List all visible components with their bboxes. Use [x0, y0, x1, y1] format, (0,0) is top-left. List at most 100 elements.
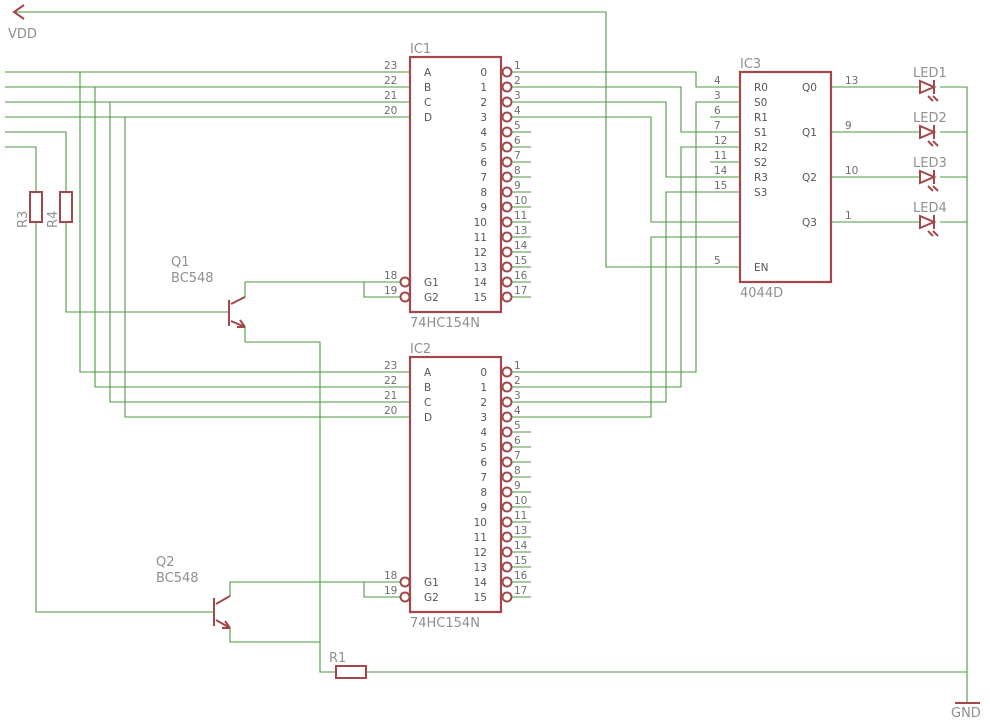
ic2-output-pin-name: 7 — [480, 472, 487, 484]
ic2-enable-pin-number: 18 — [384, 570, 397, 582]
r1-body — [335, 665, 367, 679]
ic1-output-pin-number: 2 — [514, 75, 521, 87]
ic1-inversion-bubble-icon — [501, 246, 513, 258]
ic2-input-pin-number: 22 — [384, 375, 397, 387]
r1-label: R1 — [329, 651, 346, 666]
ic1-inversion-bubble-icon — [501, 126, 513, 138]
ic2-output-pin-number: 16 — [514, 570, 528, 582]
ic1-input-pin-number: 20 — [384, 105, 397, 117]
ic2-output-pin-number: 17 — [514, 585, 527, 597]
ic2-inversion-bubble-icon — [399, 576, 411, 588]
ic3-output-pin-name: Q2 — [802, 172, 817, 184]
q1-symbol-icon — [228, 296, 246, 328]
ic1-inversion-bubble-icon — [399, 291, 411, 303]
ic1-enable-pin-name: G2 — [424, 292, 439, 304]
ic2-output-pin-name: 8 — [480, 487, 487, 499]
r3-body — [29, 191, 43, 223]
ic1-inversion-bubble-icon — [501, 171, 513, 183]
ic2-inversion-bubble-icon — [501, 441, 513, 453]
ic3-input-pin-number: 15 — [714, 180, 727, 192]
ic3-output-pin-number: 1 — [845, 210, 852, 222]
ic1-inversion-bubble-icon — [501, 186, 513, 198]
ic1-inversion-bubble-icon — [399, 276, 411, 288]
ic2-inversion-bubble-icon — [501, 486, 513, 498]
led3-label: LED3 — [913, 156, 947, 171]
ic3-input-pin-name: S2 — [754, 157, 767, 169]
ic2-output-pin-number: 15 — [514, 555, 527, 567]
ic2-input-pin-name: A — [424, 367, 432, 379]
ic2-output-pin-name: 12 — [474, 547, 487, 559]
ic3-input-pin-number: 5 — [714, 255, 721, 267]
ic2-inversion-bubble-icon — [501, 411, 513, 423]
led4-symbol-icon — [919, 214, 937, 230]
ic3-input-pin-number: 11 — [714, 150, 727, 162]
ic2-label: IC2 — [410, 342, 431, 357]
ic3-input-pin-number: 4 — [714, 75, 721, 87]
ic3-input-pin-number: 6 — [714, 105, 721, 117]
ic1-output-pin-number: 14 — [514, 240, 528, 252]
ic1-body — [408, 55, 503, 314]
ic2-input-pin-number: 21 — [384, 390, 397, 402]
ic1-output-pin-name: 10 — [474, 217, 487, 229]
ic3-input-pin-number: 3 — [714, 90, 721, 102]
ic3-output-pin-number: 9 — [845, 120, 852, 132]
ic1-input-pin-name: A — [424, 67, 432, 79]
ic1-inversion-bubble-icon — [501, 276, 513, 288]
ic2-inversion-bubble-icon — [501, 366, 513, 378]
ic3-input-pin-name: EN — [754, 262, 769, 274]
ic1-output-pin-number: 8 — [514, 165, 521, 177]
ic1-output-pin-name: 5 — [480, 142, 487, 154]
ic3-part-label: 4044D — [740, 286, 783, 301]
ic2-input-pin-name: B — [424, 382, 431, 394]
transistor-q2: Q2 BC548 — [156, 555, 231, 629]
vdd-label: VDD — [8, 27, 37, 42]
ic3-input-pin-number: 7 — [714, 120, 721, 132]
led-1: LED1 — [913, 66, 947, 102]
ic2-output-pin-name: 1 — [480, 382, 487, 394]
ic2-output-pin-number: 6 — [514, 435, 521, 447]
ic1-output-pin-name: 0 — [480, 67, 487, 79]
q2-symbol-icon — [213, 595, 231, 629]
ic1-input-pin-name: B — [424, 82, 431, 94]
ic1-output-pin-number: 9 — [514, 180, 521, 192]
ic2-output-pin-number: 10 — [514, 495, 527, 507]
ic1-inversion-bubble-icon — [501, 81, 513, 93]
ic2-output-pin-name: 4 — [480, 427, 487, 439]
ic1-output-pin-name: 7 — [480, 172, 487, 184]
resistor-r4: R4 — [46, 191, 73, 228]
ic1-group: IC1 74HC154N 23A22B21C20D18G119G21021324… — [380, 42, 531, 331]
ic3-input-pin-name: R2 — [754, 142, 768, 154]
ic1-inversion-bubble-icon — [501, 291, 513, 303]
ic3-input-pin-name: S1 — [754, 127, 767, 139]
resistor-r3: R3 — [16, 191, 43, 228]
ic1-enable-pin-name: G1 — [424, 277, 439, 289]
ic2-part-label: 74HC154N — [410, 616, 480, 631]
ic1-input-pin-name: D — [424, 112, 432, 124]
ic1-inversion-bubble-icon — [501, 231, 513, 243]
ic1-output-pin-name: 1 — [480, 82, 487, 94]
ic2-output-pin-number: 5 — [514, 420, 521, 432]
ic2-output-pin-name: 5 — [480, 442, 487, 454]
led1-symbol-icon — [919, 79, 937, 95]
ic3-input-pin-number: 14 — [714, 165, 728, 177]
ic1-output-pin-number: 17 — [514, 285, 527, 297]
gnd-label: GND — [951, 706, 981, 721]
led4-label: LED4 — [913, 201, 947, 216]
ic2-output-pin-name: 14 — [474, 577, 488, 589]
ic2-inversion-bubble-icon — [501, 561, 513, 573]
led3-light-icon — [927, 185, 939, 192]
ic3-output-pin-number: 10 — [845, 165, 858, 177]
ic1-output-pin-number: 15 — [514, 255, 527, 267]
ic2-inversion-bubble-icon — [501, 381, 513, 393]
r4-body — [59, 191, 73, 223]
ic1-output-pin-number: 1 — [514, 60, 521, 72]
ic1-output-pin-name: 2 — [480, 97, 487, 109]
ic1-output-pin-name: 9 — [480, 202, 487, 214]
r3-label: R3 — [16, 211, 31, 228]
ic2-input-pin-name: C — [424, 397, 431, 409]
ic2-enable-pin-number: 19 — [384, 585, 397, 597]
q2-part-label: BC548 — [156, 571, 199, 586]
ic2-inversion-bubble-icon — [399, 591, 411, 603]
ic1-enable-pin-number: 18 — [384, 270, 397, 282]
